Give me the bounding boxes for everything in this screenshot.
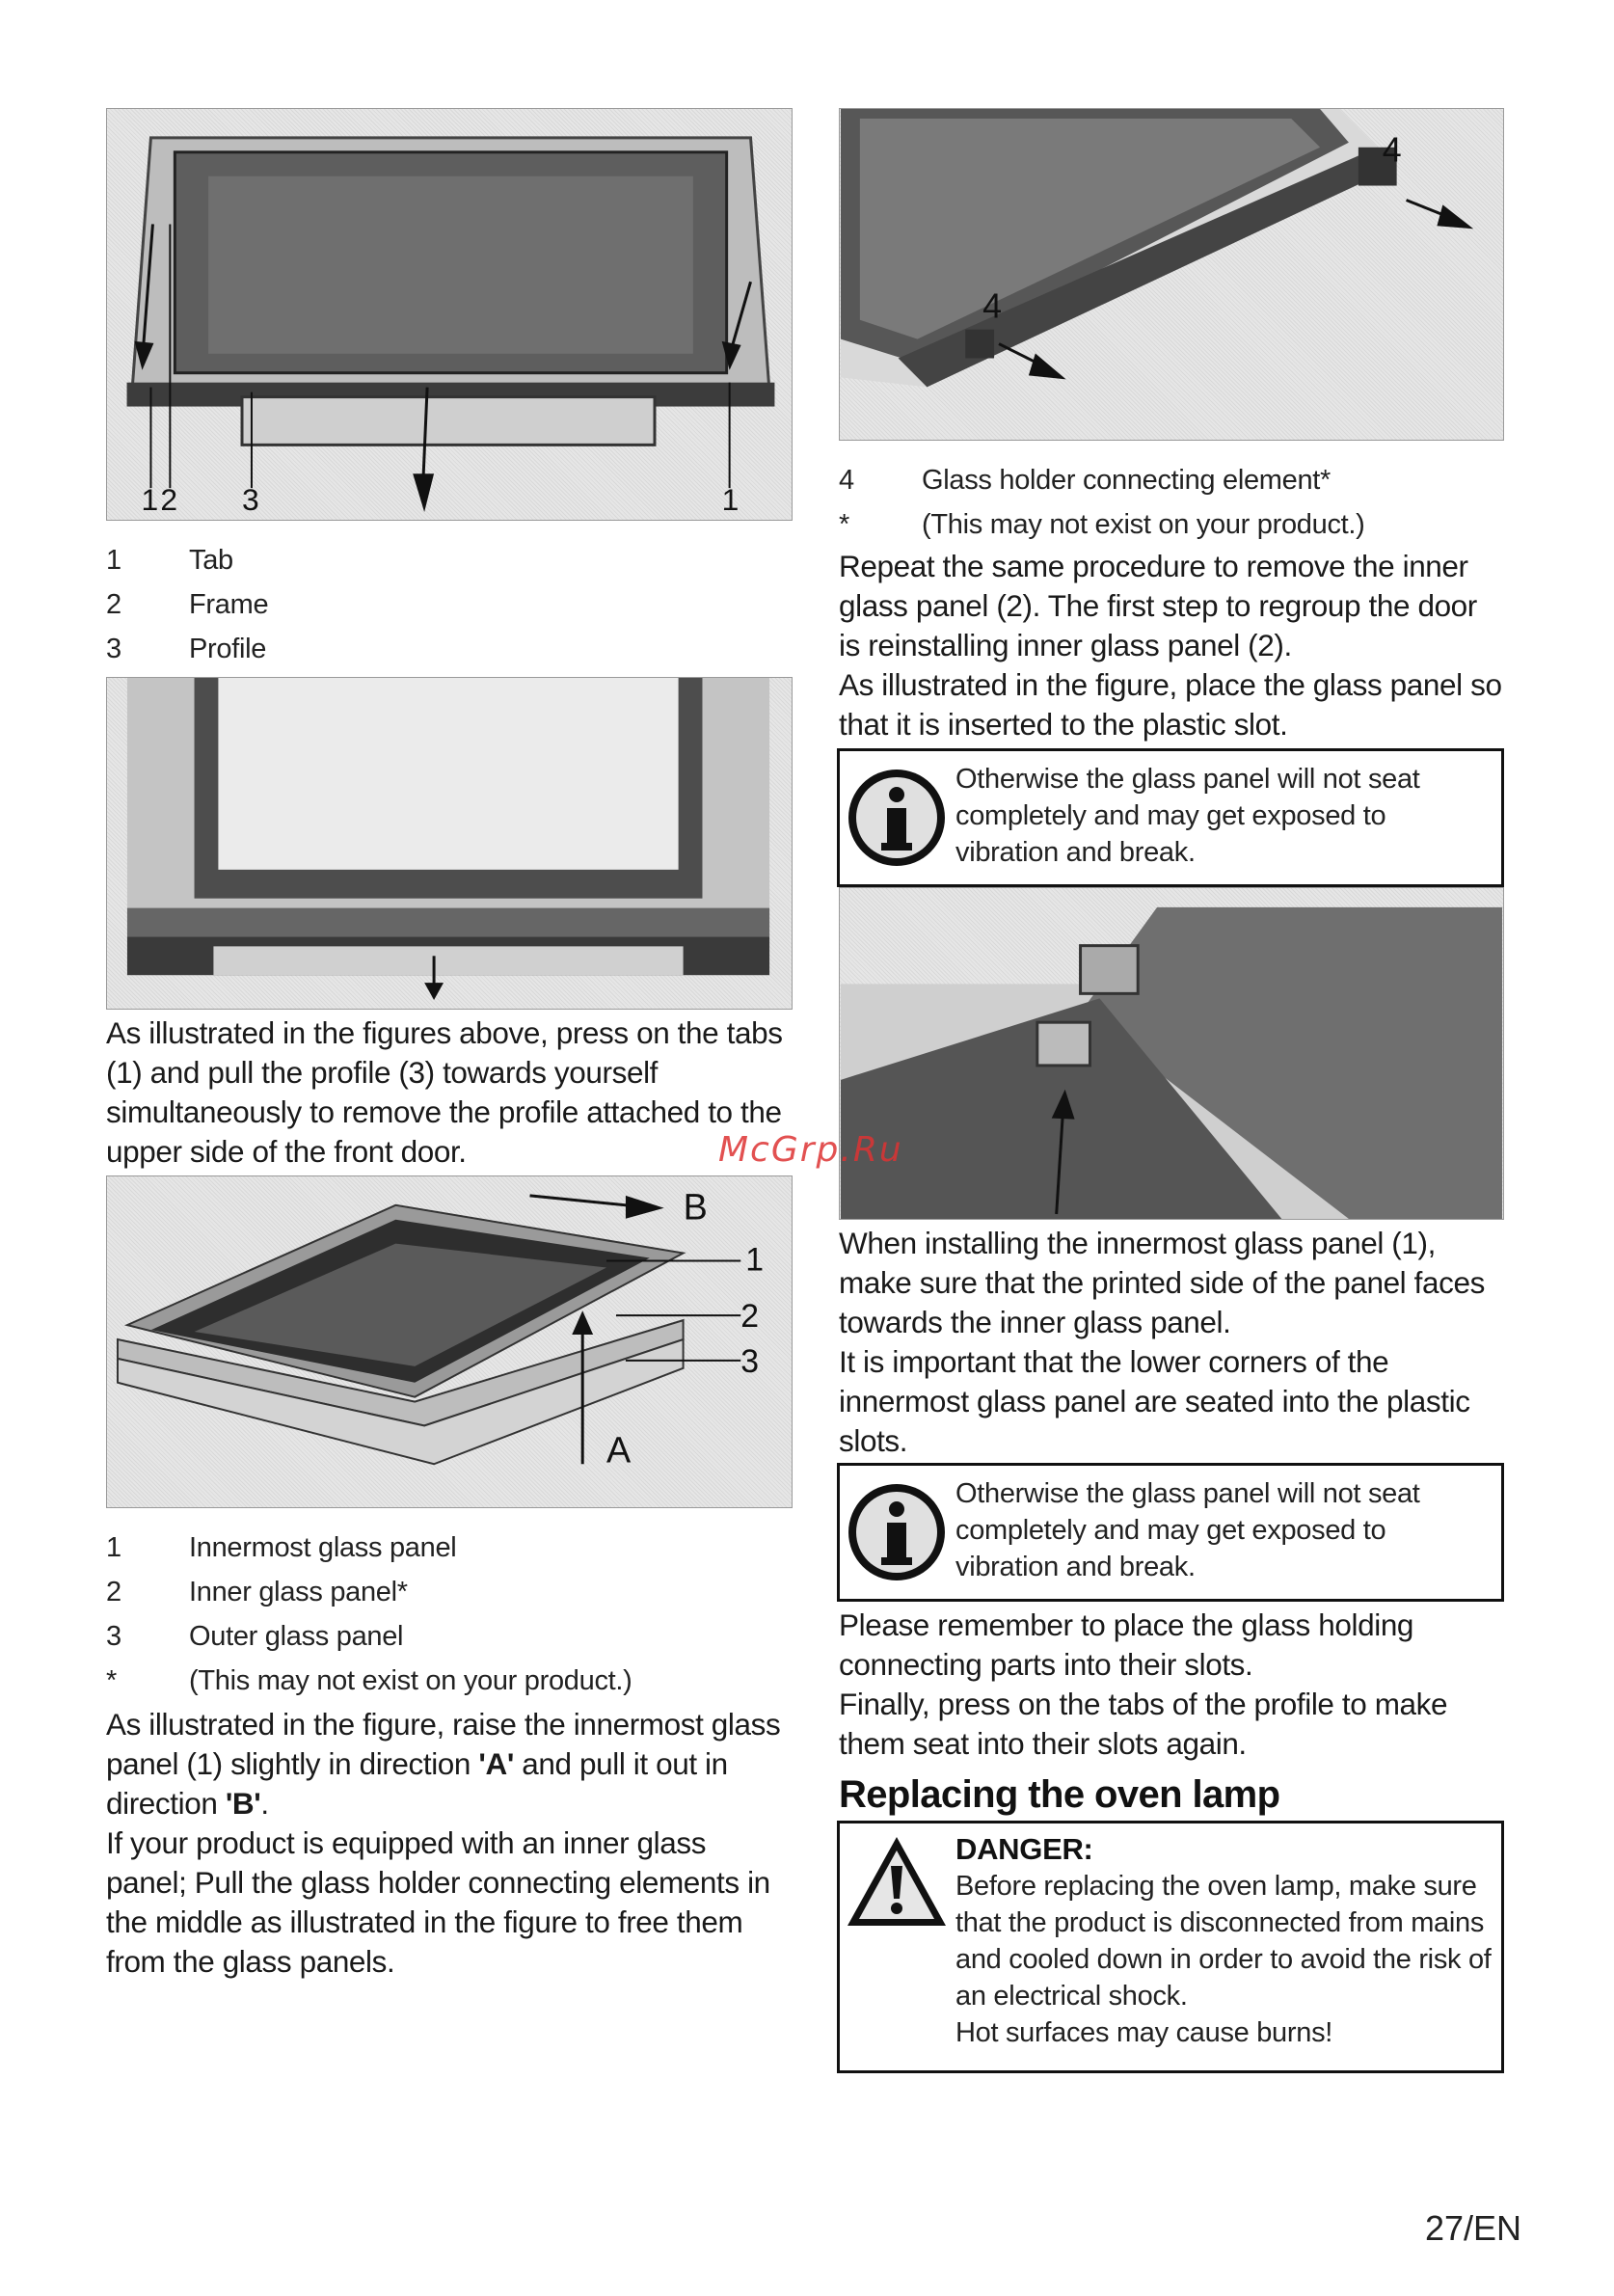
figure-glass-panels-drawing: B 1 2 3 A: [117, 1188, 764, 1471]
fig1-label-1b: 1: [722, 482, 740, 517]
fig1-label-2: 2: [160, 482, 177, 517]
instruction-glass-holder: If your product is equipped with an inne…: [106, 1825, 770, 1979]
legend-item: *(This may not exist on your product.): [839, 509, 1365, 540]
instruction-press-tabs: Finally, press on the tabs of the profil…: [839, 1687, 1448, 1761]
info-note-1: Otherwise the glass panel will not seat …: [837, 748, 1504, 887]
info-icon: [840, 1466, 954, 1599]
instruction-plastic-slot: As illustrated in the figure, place the …: [839, 667, 1502, 742]
figure-plastic-slot: [839, 887, 1504, 1220]
figure-glass-holder-elements-drawing: 4 4: [841, 109, 1474, 388]
instruction-printed-side: When installing the innermost glass pane…: [839, 1226, 1485, 1339]
direction-b: 'B': [225, 1786, 261, 1821]
info-note-2-text: Otherwise the glass panel will not seat …: [955, 1478, 1420, 1582]
instruction-holding-parts: Please remember to place the glass holdi…: [839, 1607, 1414, 1682]
info-note-2: Otherwise the glass panel will not seat …: [837, 1463, 1504, 1602]
figure-glass-panels: B 1 2 3 A: [106, 1175, 793, 1508]
figure-door-profile-removed: [106, 677, 793, 1010]
figure-glass-holder-elements: 4 4: [839, 108, 1504, 441]
instruction-repeat-inner-glass: Repeat the same procedure to remove the …: [839, 549, 1477, 662]
fig4-label-4b: 4: [982, 287, 1002, 326]
info-note-1-text: Otherwise the glass panel will not seat …: [955, 764, 1420, 868]
warning-icon-drawing: [847, 1837, 946, 1926]
watermark: McGrp.Ru: [718, 1130, 903, 1170]
fig3-label-3: 3: [740, 1343, 759, 1380]
direction-a: 'A': [478, 1746, 514, 1781]
danger-text: Before replacing the oven lamp, make sur…: [955, 1871, 1492, 2012]
page-number: 27/EN: [1424, 2208, 1521, 2248]
figure-door-profile-tabs: 1 2 3 1: [106, 108, 793, 521]
instruction-lower-corners: It is important that the lower corners o…: [839, 1344, 1470, 1458]
section-title-oven-lamp: Replacing the oven lamp: [839, 1773, 1280, 1816]
fig3-label-b: B: [684, 1188, 708, 1229]
fig3-label-a: A: [606, 1430, 632, 1471]
info-icon-drawing: [848, 1484, 945, 1580]
info-icon: [840, 751, 954, 884]
figure-plastic-slot-drawing: [841, 906, 1502, 1219]
fig1-label-1a: 1: [142, 482, 159, 517]
instruction-remove-profile: As illustrated in the figures above, pre…: [106, 1015, 783, 1169]
warning-icon: [840, 1823, 954, 2070]
fig3-label-2: 2: [740, 1298, 759, 1335]
danger-burns-text: Hot surfaces may cause burns!: [955, 2017, 1333, 2048]
figure-door-profile-tabs-drawing: 1 2 3 1: [126, 136, 775, 517]
fig3-label-1: 1: [745, 1241, 764, 1278]
legend-item: *(This may not exist on your product.): [106, 1665, 632, 1696]
fig4-label-4a: 4: [1383, 131, 1402, 170]
danger-title: DANGER:: [955, 1832, 1093, 1866]
info-icon-drawing: [848, 770, 945, 866]
danger-box: DANGER: Before replacing the oven lamp, …: [837, 1821, 1504, 2073]
instruction-raise-innermost-glass: As illustrated in the figure, raise the …: [106, 1707, 781, 1821]
figure-door-profile-removed-drawing: [126, 678, 770, 1001]
fig1-label-3: 3: [242, 482, 259, 517]
